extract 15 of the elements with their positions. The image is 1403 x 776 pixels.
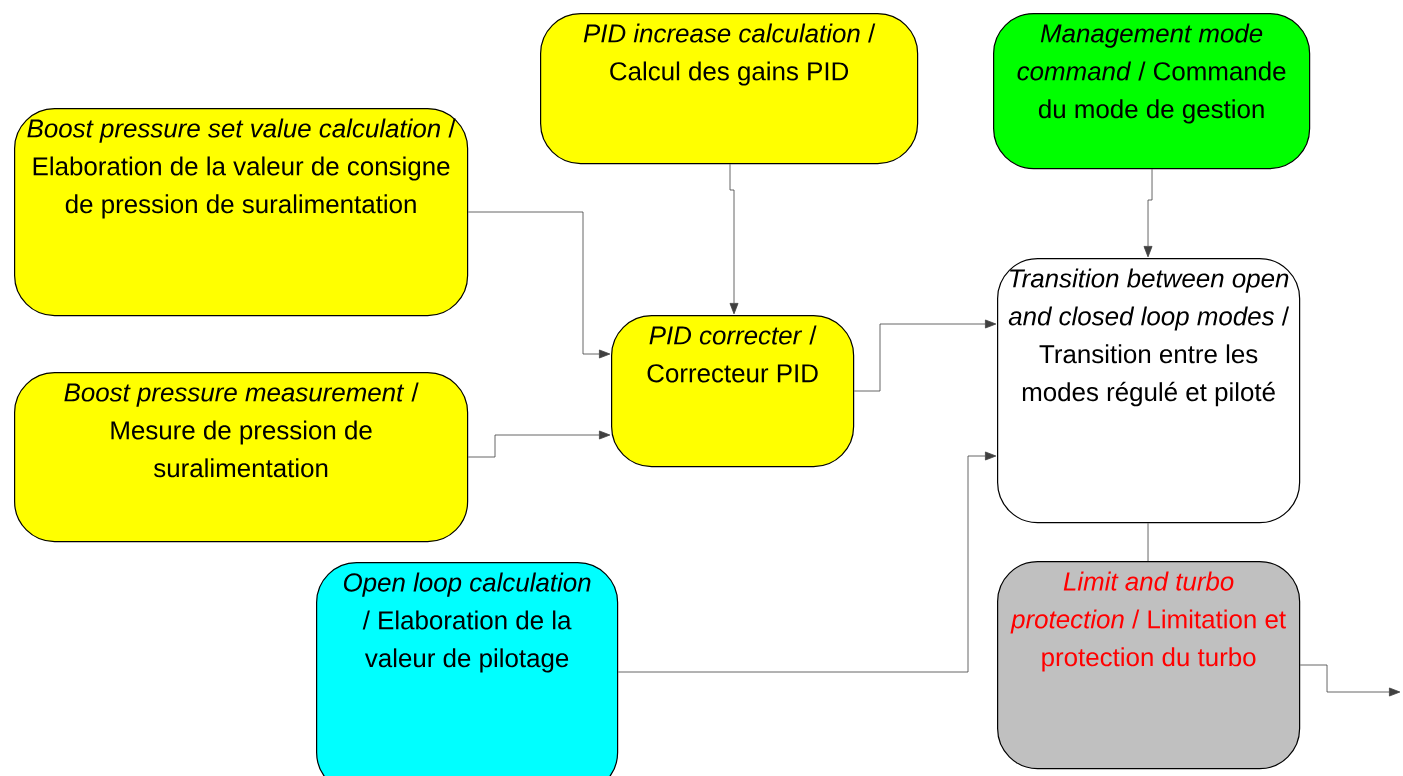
process-box: Management mode command / Commande du mode de gestion bbox=[993, 13, 1311, 170]
arrow bbox=[729, 163, 739, 315]
arrow bbox=[853, 319, 997, 392]
process-box: PID increase calculation / Calcul des gains PID bbox=[540, 13, 919, 165]
arrow bbox=[467, 430, 611, 458]
process-box: PID correcter / Correcteur PID bbox=[611, 315, 855, 468]
arrow bbox=[467, 211, 611, 359]
process-box: Open loop calculation / Elaboration de la valeur de pilotage bbox=[316, 562, 619, 776]
arrow bbox=[617, 451, 997, 673]
arrow bbox=[1143, 168, 1153, 258]
process-box: Limit and turbo protection / Limitation et protection du turbo bbox=[997, 561, 1301, 770]
process-box: Boost pressure set value calculation / Elaboration de la valeur de consigne de pression de suralimentation bbox=[14, 108, 469, 317]
process-box: Transition between open and closed loop modes / Transition entre les modes régulé et piloté bbox=[997, 258, 1301, 524]
arrow bbox=[1299, 664, 1401, 697]
process-box: Boost pressure measurement / Mesure de pression de suralimentation bbox=[14, 372, 469, 543]
